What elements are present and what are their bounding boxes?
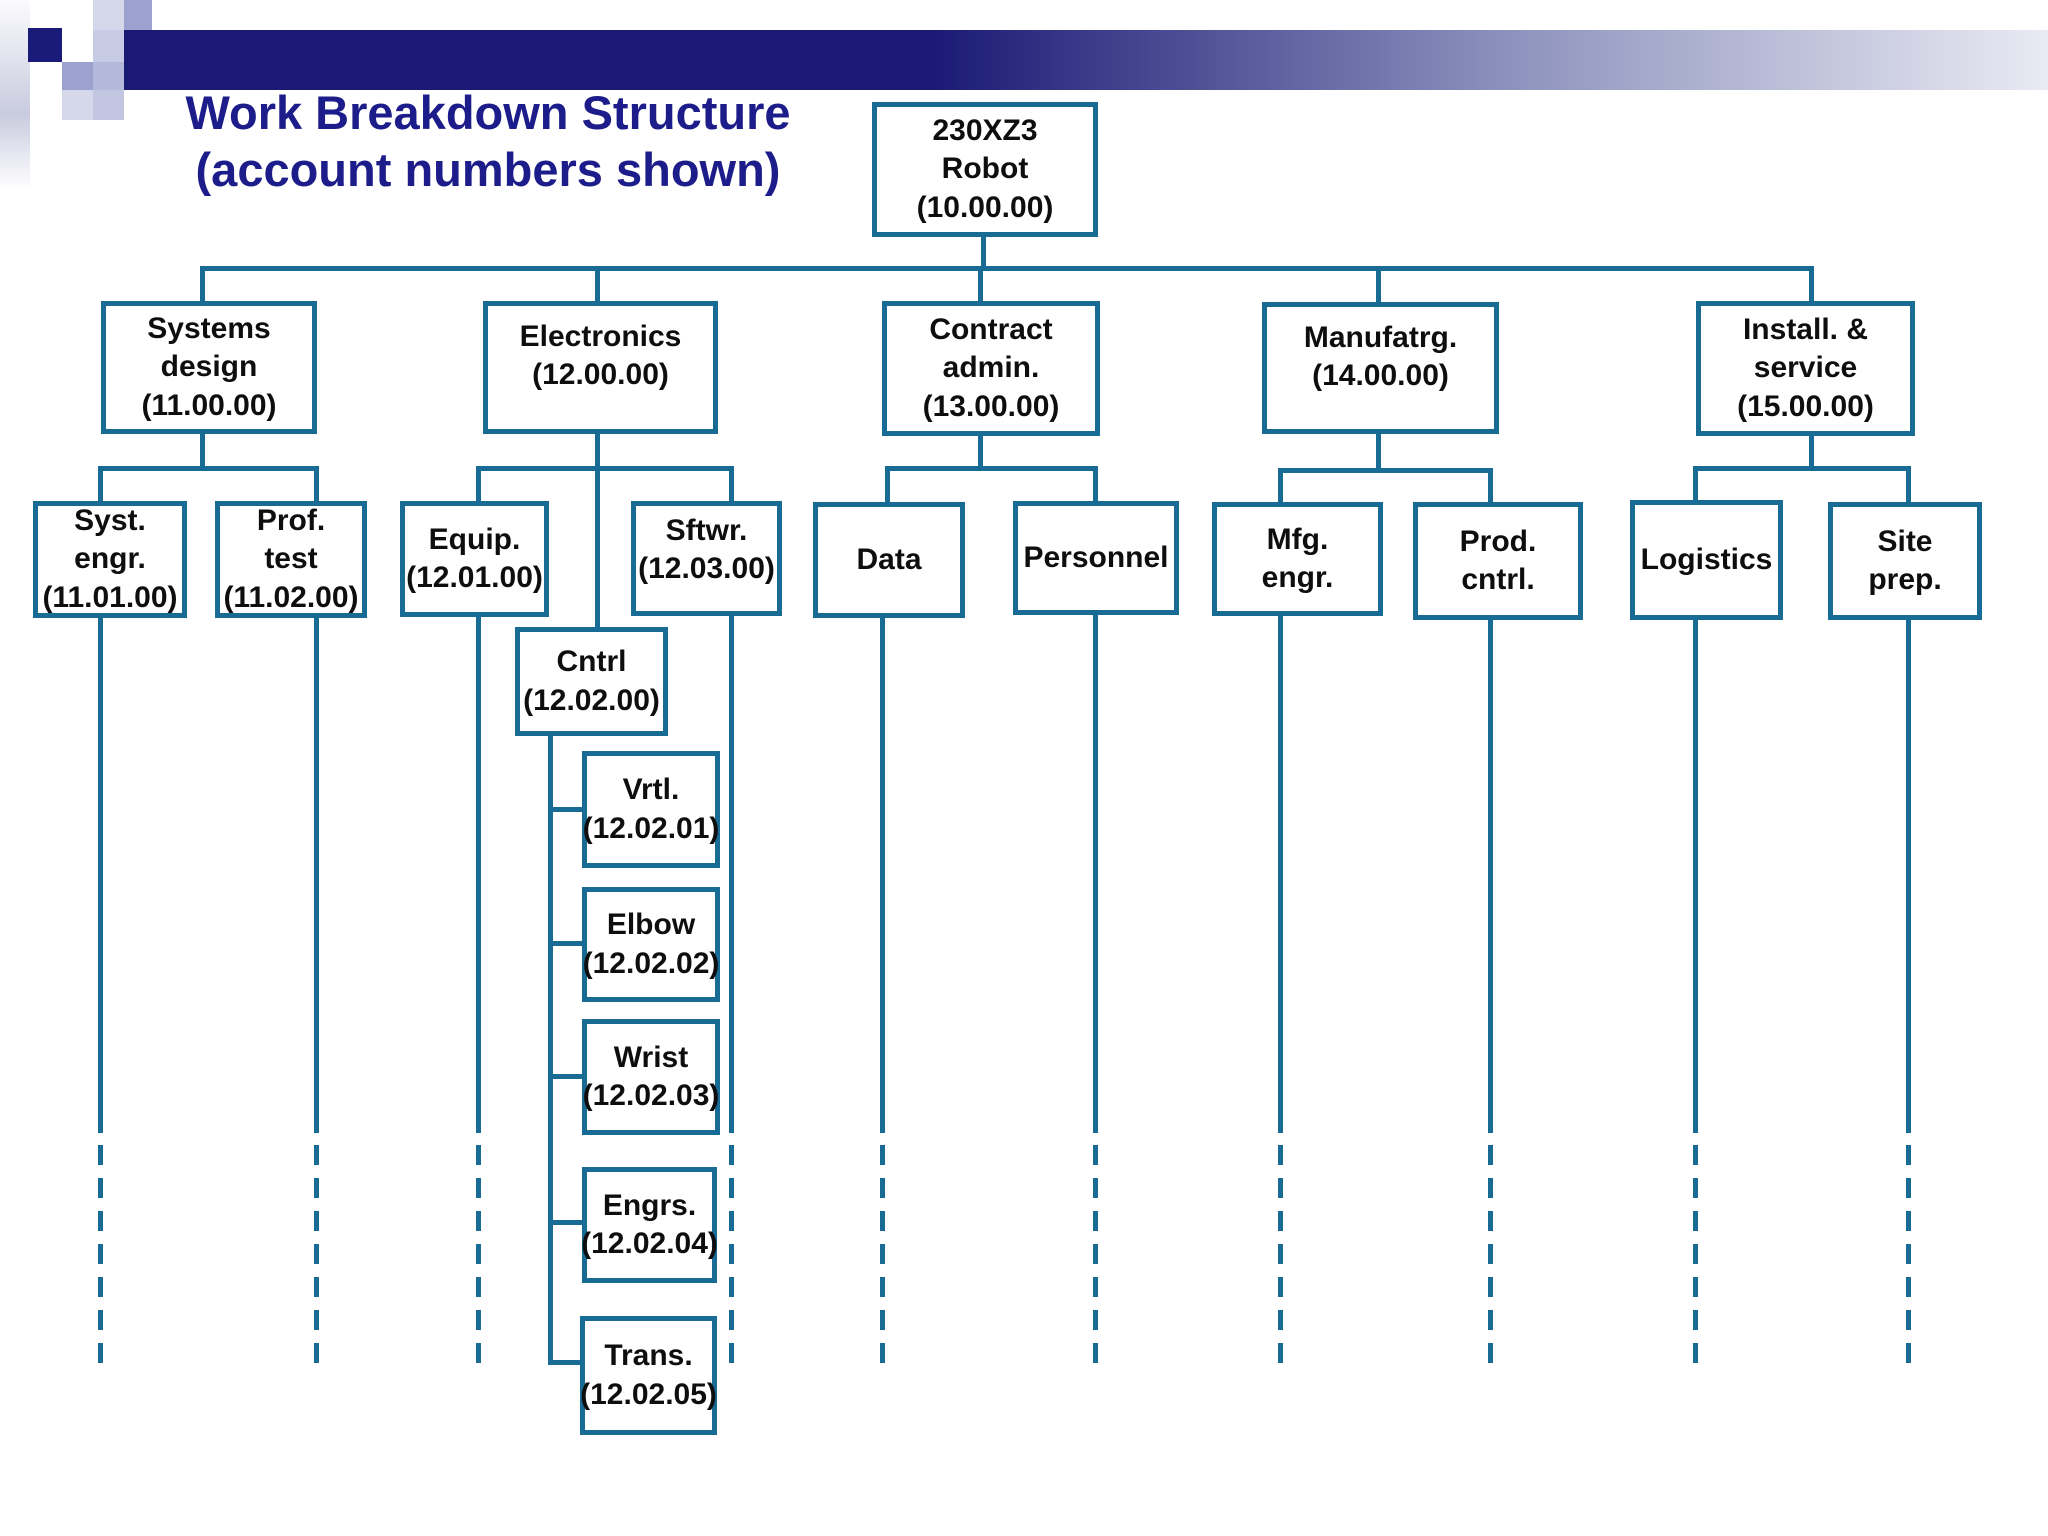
- connector-line: [476, 466, 481, 501]
- connector-line: [548, 736, 553, 1365]
- connector-line: [476, 466, 734, 471]
- connector-line: [548, 1074, 582, 1079]
- connector-line: [978, 266, 983, 301]
- wbs-node-elbow-12-02-02: Elbow (12.02.02): [582, 887, 720, 1002]
- wbs-node-personnel: Personnel: [1013, 501, 1179, 615]
- connector-line: [1376, 434, 1381, 470]
- wbs-node-systems-design-11-00-00: Systems design (11.00.00): [101, 301, 317, 434]
- drop-line: [1488, 620, 1493, 1133]
- decor-square: [93, 90, 124, 120]
- decor-square: [62, 62, 93, 90]
- dashed-drop-line: [729, 1145, 734, 1373]
- connector-line: [981, 237, 986, 268]
- drop-line: [1093, 615, 1098, 1133]
- wbs-node-trans-12-02-05: Trans. (12.02.05): [580, 1316, 717, 1435]
- wbs-node-data: Data: [813, 502, 965, 618]
- decor-square: [62, 90, 93, 120]
- wbs-node-equip-12-01-00: Equip. (12.01.00): [400, 501, 549, 617]
- wbs-node-logistics: Logistics: [1630, 500, 1783, 620]
- wbs-node-prof-test-11-02-00: Prof. test (11.02.00): [215, 501, 367, 618]
- decor-left-strip: [0, 0, 30, 190]
- decor-square: [93, 62, 124, 90]
- dashed-drop-line: [880, 1145, 885, 1373]
- drop-line: [476, 617, 481, 1133]
- drop-line: [98, 618, 103, 1133]
- connector-line: [1693, 466, 1698, 500]
- connector-line: [729, 466, 734, 501]
- dashed-drop-line: [98, 1145, 103, 1373]
- connector-line: [978, 436, 983, 468]
- wbs-node-electronics-12-00-00: Electronics (12.00.00): [483, 301, 718, 434]
- connector-line: [1809, 436, 1814, 468]
- connector-line: [314, 466, 319, 501]
- dashed-drop-line: [314, 1145, 319, 1373]
- drop-line: [1906, 620, 1911, 1133]
- drop-line: [880, 618, 885, 1133]
- wbs-node-prod-cntrl: Prod. cntrl.: [1413, 502, 1583, 620]
- connector-line: [1809, 266, 1814, 301]
- connector-line: [885, 466, 1098, 471]
- decor-square: [93, 0, 124, 30]
- drop-line: [1693, 620, 1698, 1133]
- connector-line: [548, 1360, 580, 1365]
- dashed-drop-line: [1906, 1145, 1911, 1373]
- connector-line: [1376, 266, 1381, 302]
- connector-line: [1278, 468, 1283, 502]
- wbs-node-sftwr-12-03-00: Sftwr. (12.03.00): [631, 501, 782, 616]
- connector-line: [200, 266, 1814, 271]
- wbs-node-manufatrg-14-00-00: Manufatrg. (14.00.00): [1262, 302, 1499, 434]
- connector-line: [98, 466, 319, 471]
- dashed-drop-line: [1488, 1145, 1493, 1373]
- connector-line: [200, 266, 205, 301]
- wbs-node-wrist-12-02-03: Wrist (12.02.03): [582, 1019, 720, 1135]
- connector-line: [548, 1220, 582, 1225]
- wbs-node-contract-admin-13-00-00: Contract admin. (13.00.00): [882, 301, 1100, 436]
- connector-line: [548, 941, 582, 946]
- decor-gradient-bar: [124, 30, 2048, 90]
- drop-line: [729, 616, 734, 1133]
- wbs-node-cntrl-12-02-00: Cntrl (12.02.00): [515, 627, 668, 736]
- wbs-node-install-service-15-00-00: Install. & service (15.00.00): [1696, 301, 1915, 436]
- connector-line: [548, 807, 582, 812]
- drop-line: [314, 618, 319, 1133]
- wbs-node-mfg-engr: Mfg. engr.: [1212, 502, 1383, 616]
- wbs-node-robot-10-00-00: 230XZ3 Robot (10.00.00): [872, 102, 1098, 237]
- drop-line: [1278, 616, 1283, 1133]
- connector-line: [1488, 468, 1493, 502]
- dashed-drop-line: [1278, 1145, 1283, 1373]
- decor-square: [124, 0, 152, 30]
- slide-title: Work Breakdown Structure (account number…: [185, 86, 791, 197]
- decor-square: [28, 28, 62, 62]
- connector-line: [885, 466, 890, 502]
- connector-line: [1093, 466, 1098, 501]
- connector-line: [1906, 466, 1911, 502]
- connector-line: [595, 434, 600, 627]
- dashed-drop-line: [1693, 1145, 1698, 1373]
- wbs-node-vrtl-12-02-01: Vrtl. (12.02.01): [582, 751, 720, 868]
- wbs-node-engrs-12-02-04: Engrs. (12.02.04): [581, 1167, 718, 1283]
- connector-line: [595, 266, 600, 301]
- wbs-node-site-prep: Site prep.: [1828, 502, 1982, 620]
- connector-line: [1693, 466, 1911, 471]
- connector-line: [200, 434, 205, 468]
- connector-line: [1278, 468, 1493, 473]
- connector-line: [98, 466, 103, 501]
- dashed-drop-line: [476, 1145, 481, 1373]
- dashed-drop-line: [1093, 1145, 1098, 1373]
- decor-square: [93, 30, 124, 62]
- wbs-node-syst-engr-11-01-00: Syst. engr. (11.01.00): [33, 501, 187, 618]
